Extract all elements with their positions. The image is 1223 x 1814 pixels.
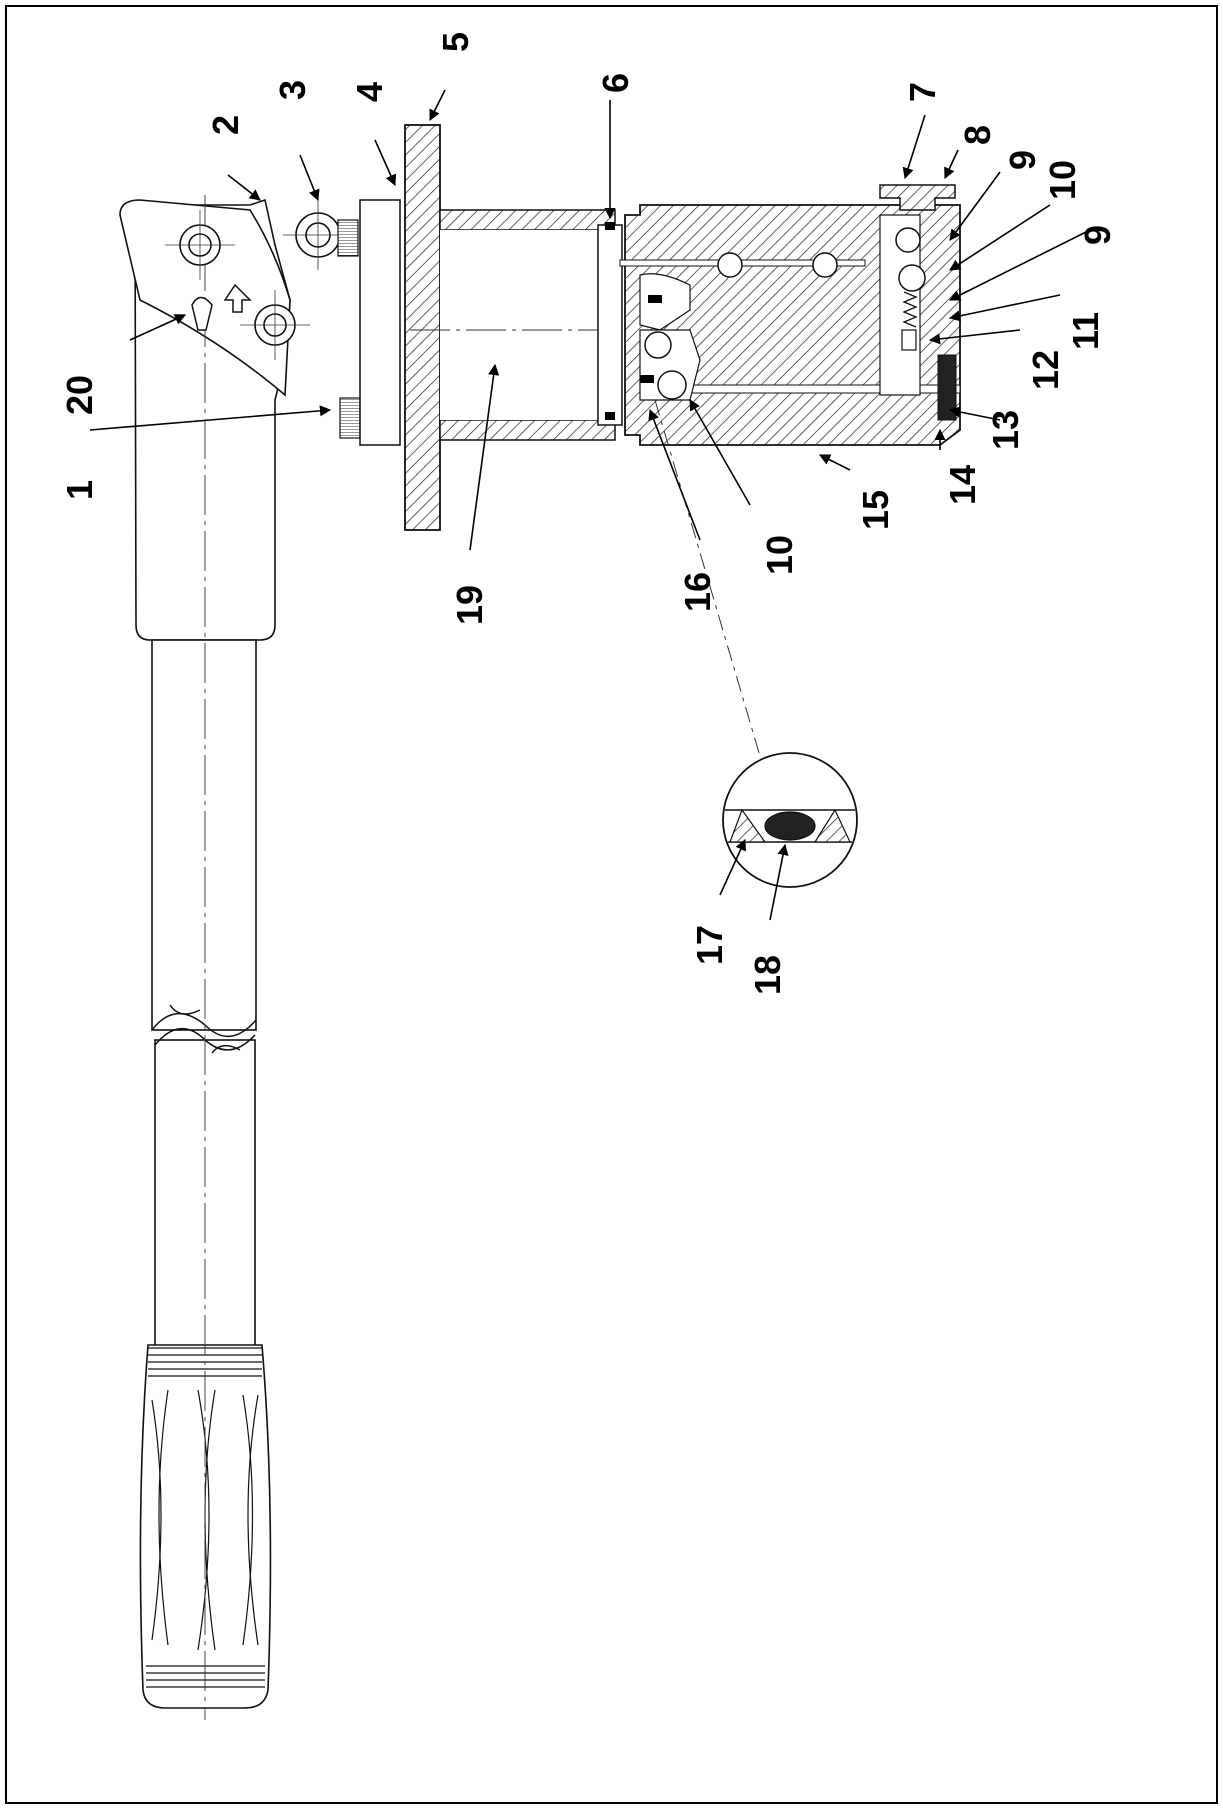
callout-20: 20 bbox=[59, 375, 100, 415]
grip-flutes bbox=[151, 1389, 259, 1651]
callout-17: 17 bbox=[689, 925, 730, 965]
seal-detail-bottom bbox=[605, 412, 615, 420]
callout-6: 6 bbox=[595, 73, 636, 93]
callout-9b: 9 bbox=[1077, 225, 1118, 245]
callout-2: 2 bbox=[205, 115, 246, 135]
detail-leader bbox=[654, 399, 771, 791]
callout-5: 5 bbox=[435, 32, 476, 52]
callout-11: 11 bbox=[1065, 312, 1106, 350]
knurled-knob-top bbox=[337, 219, 359, 257]
pump-insert-lower bbox=[640, 375, 654, 383]
cylinder-wall-top bbox=[439, 209, 616, 231]
filter-plug bbox=[937, 354, 957, 421]
callout-10b: 10 bbox=[759, 535, 800, 575]
pin-crosshairs bbox=[165, 200, 353, 360]
callout-14: 14 bbox=[942, 465, 983, 505]
cylinder-bore bbox=[440, 230, 615, 420]
direction-arrow-icon bbox=[223, 283, 252, 313]
callout-1: 1 bbox=[59, 480, 100, 500]
piston-seal bbox=[597, 224, 623, 426]
knurled-knob-bottom bbox=[339, 397, 361, 439]
callout-3: 3 bbox=[272, 80, 313, 100]
callout-leaders bbox=[89, 89, 1091, 921]
callout-4: 4 bbox=[349, 82, 390, 102]
lever-neck bbox=[359, 199, 401, 446]
valve-seat-12 bbox=[901, 329, 917, 351]
callout-10a: 10 bbox=[1042, 160, 1083, 200]
callout-15: 15 bbox=[855, 490, 896, 530]
pump-insert bbox=[648, 295, 662, 303]
valve-wrench-icon bbox=[191, 296, 213, 331]
valve-spring bbox=[902, 291, 918, 328]
page-border bbox=[5, 5, 1218, 1804]
detail-view bbox=[722, 752, 858, 888]
flange-plate bbox=[404, 124, 441, 531]
callout-8: 8 bbox=[957, 125, 998, 145]
callout-19: 19 bbox=[449, 585, 490, 625]
callout-13: 13 bbox=[985, 410, 1026, 450]
callout-18: 18 bbox=[747, 955, 788, 995]
callout-16: 16 bbox=[677, 572, 718, 612]
bleed-screw bbox=[879, 184, 956, 211]
callout-7: 7 bbox=[902, 82, 943, 102]
check-balls bbox=[644, 227, 926, 400]
cylinder-wall-bottom bbox=[439, 419, 616, 441]
callout-9a: 9 bbox=[1002, 150, 1043, 170]
callout-12: 12 bbox=[1025, 350, 1066, 390]
callout-labels: 1 2 3 4 5 6 7 8 9 10 9 11 12 13 14 15 10… bbox=[59, 32, 1118, 995]
seal-detail-top bbox=[605, 222, 615, 230]
pump-cavity bbox=[639, 273, 691, 331]
